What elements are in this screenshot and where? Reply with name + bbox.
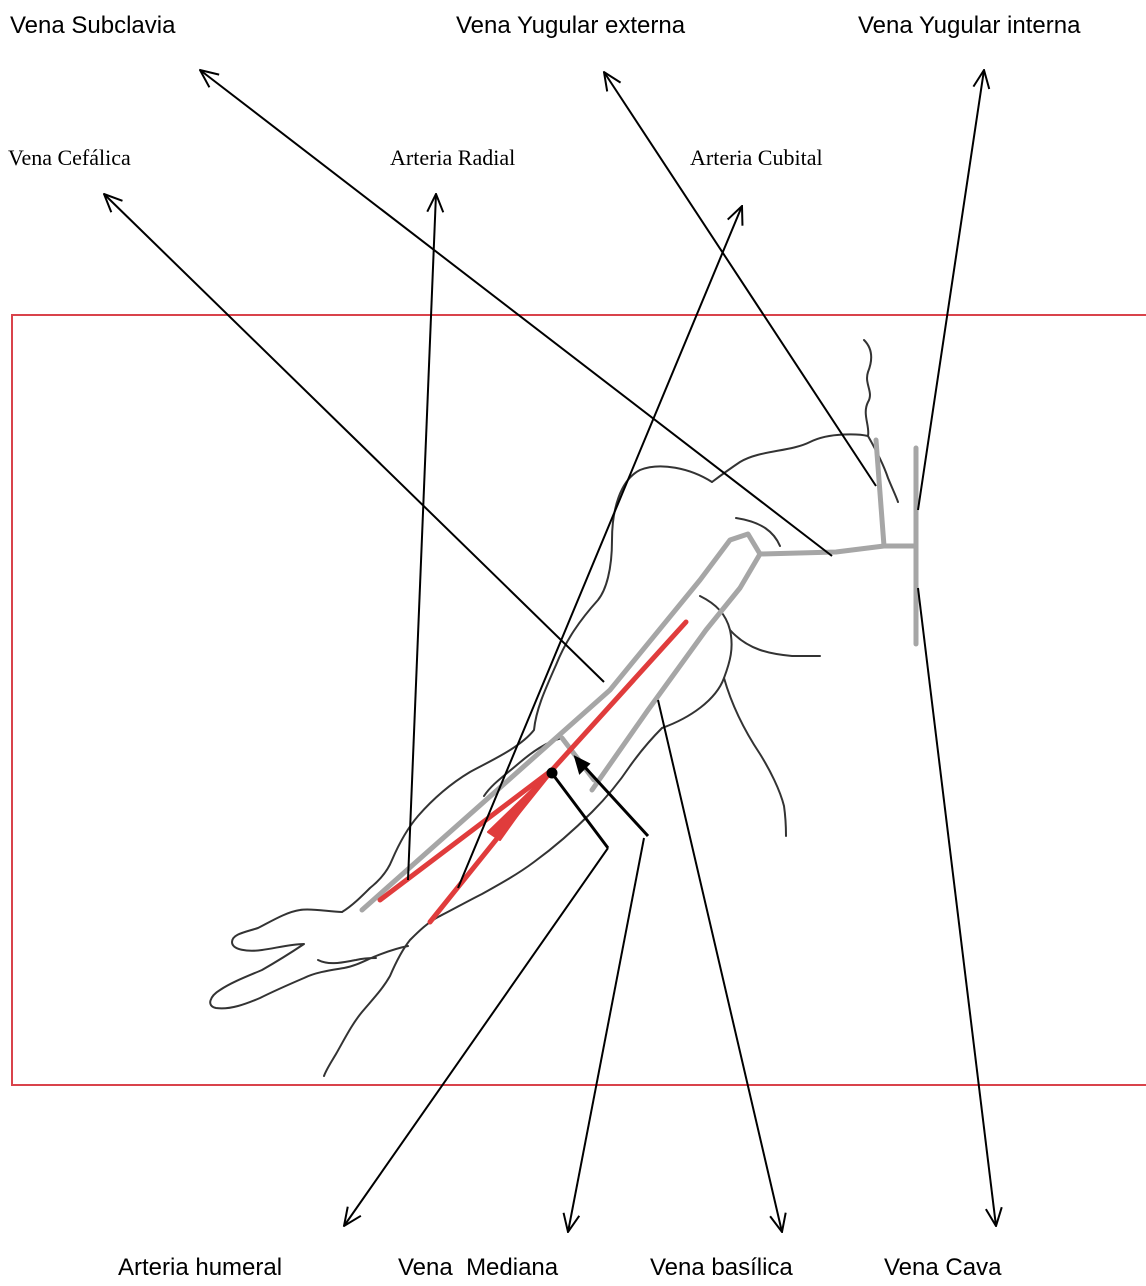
label-vena-basilica: Vena basílica [650, 1256, 793, 1280]
label-arteria-cubital: Arteria Cubital [690, 147, 823, 169]
vessel-pointers [548, 758, 648, 848]
leader-vena-yugular-externa [604, 72, 876, 486]
wrist-outline [324, 916, 440, 1076]
label-arteria-humeral: Arteria humeral [118, 1256, 282, 1280]
label-vena-cava: Vena Cava [884, 1256, 1001, 1280]
upper-arm-lower-outline [736, 518, 780, 546]
leader-lines [104, 70, 996, 1232]
elbow-outline [440, 596, 732, 916]
label-arteria-radial: Arteria Radial [390, 147, 515, 169]
label-vena-subclavia: Vena Subclavia [10, 14, 175, 38]
leader-vena-yugular-interna [918, 70, 984, 510]
vena-yugular-externa-vessel [876, 440, 884, 546]
leader-vena-basilica [658, 700, 782, 1232]
leader-vena-cefalica [104, 194, 604, 682]
leader-arteria-humeral [344, 848, 608, 1226]
neck-outline [712, 340, 871, 482]
pointer-dot-arteria-humeral [548, 769, 556, 777]
neck-right-outline [868, 436, 898, 502]
frame-border [12, 315, 1146, 1085]
leader-vena-cava [918, 588, 996, 1226]
arm-outline [210, 340, 898, 1076]
leader-vena-mediana [568, 838, 644, 1232]
arteries [380, 622, 686, 922]
armpit-outline [730, 630, 820, 656]
vena-cefalica-vessel [362, 534, 760, 910]
label-vena-yugular-interna: Vena Yugular interna [858, 14, 1080, 38]
leader-vena-subclavia [200, 70, 832, 556]
label-vena-cefalica: Vena Cefálica [8, 147, 131, 169]
label-vena-mediana: Vena Mediana [398, 1256, 558, 1280]
torso-outline [724, 678, 786, 836]
label-vena-yugular-externa: Vena Yugular externa [456, 14, 685, 38]
vena-subclavia-vessel [760, 546, 916, 554]
leader-arteria-radial [408, 194, 436, 880]
vena-basilica-vessel [592, 554, 760, 790]
shoulder-outline [342, 466, 712, 912]
pointer-arteria-humeral [554, 776, 608, 848]
